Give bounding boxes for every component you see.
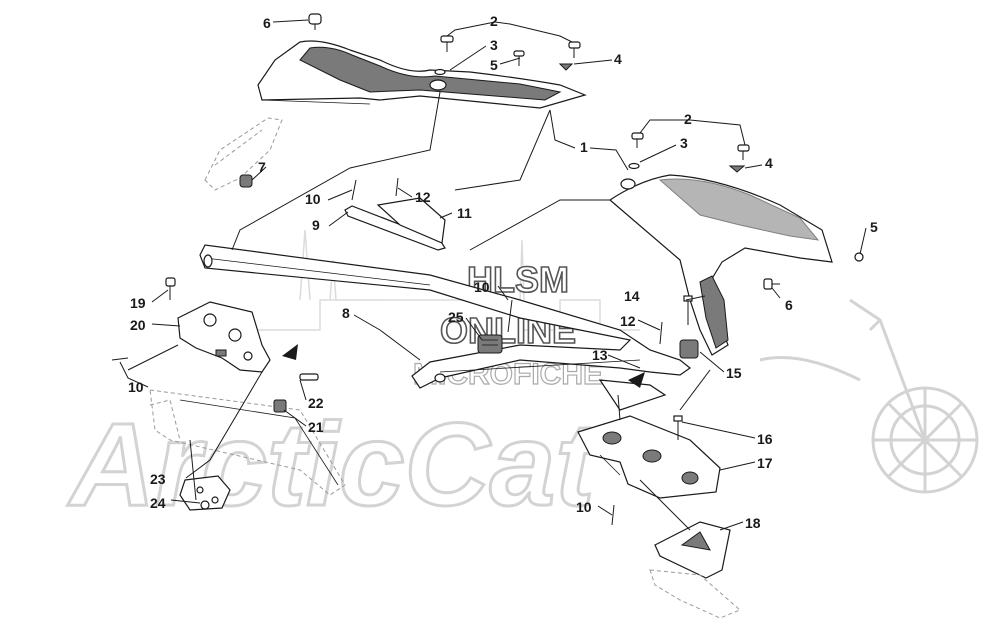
motorcycle-watermark-icon (759, 298, 979, 494)
callout-17: 17 (757, 455, 773, 471)
leader-lines (119, 19, 867, 531)
bolt-icon (737, 144, 750, 160)
callout-15: 15 (726, 365, 742, 381)
plate-23 (179, 475, 231, 511)
callout-20: 20 (130, 317, 146, 333)
rivet-icon (111, 357, 129, 361)
callout-10: 10 (305, 191, 321, 207)
callout-16: 16 (757, 431, 773, 447)
callout-11: 11 (457, 205, 472, 221)
bracket-strip (344, 197, 446, 251)
rivet-icon (351, 179, 357, 201)
callout-10: 10 (128, 379, 144, 395)
clip-icon (728, 165, 746, 173)
callout-4: 4 (614, 51, 622, 67)
screw-icon (854, 252, 864, 262)
mount-bracket-20 (177, 301, 271, 373)
callout-14: 14 (624, 288, 640, 304)
callout-25: 25 (448, 309, 464, 325)
callout-24: 24 (150, 495, 166, 511)
rivet-icon (659, 321, 663, 345)
washer-icon (434, 68, 446, 76)
direction-arrow-icon (628, 372, 645, 388)
callout-3: 3 (490, 37, 498, 53)
callout-labels: 1 2 2 3 3 4 4 5 5 6 6 7 8 9 10 10 10 10 … (128, 13, 878, 531)
callout-9: 9 (312, 217, 320, 233)
tube-frame (199, 244, 692, 411)
bolt-icon (165, 277, 176, 300)
nut-icon (239, 174, 253, 188)
callout-6: 6 (785, 297, 793, 313)
clip-25 (477, 334, 503, 354)
side-panel-right (609, 174, 833, 356)
callout-12: 12 (620, 313, 636, 329)
callout-5: 5 (490, 57, 498, 73)
callout-1: 1 (580, 139, 588, 155)
clip-icon (558, 63, 574, 71)
rivet-icon (611, 504, 615, 526)
push-rivet-icon (308, 13, 322, 30)
callout-8: 8 (342, 305, 350, 321)
block-21 (273, 399, 287, 413)
callout-13: 13 (592, 347, 608, 363)
brand-watermark: ArcticCat (66, 229, 979, 533)
callout-10: 10 (474, 279, 490, 295)
bolt-icon (683, 295, 693, 325)
rubber-mount-icon (679, 339, 699, 359)
callout-2: 2 (490, 13, 498, 29)
mount-bracket-17 (577, 415, 721, 499)
bolt-icon (568, 41, 581, 58)
callout-19: 19 (130, 295, 146, 311)
callout-6: 6 (263, 15, 271, 31)
callout-3: 3 (680, 135, 688, 151)
bolt-icon (440, 35, 454, 52)
plate-18 (654, 521, 731, 579)
callout-22: 22 (308, 395, 324, 411)
callout-5: 5 (870, 219, 878, 235)
bolt-icon (763, 278, 780, 290)
screw-icon (513, 50, 525, 66)
callout-23: 23 (150, 471, 166, 487)
callout-2: 2 (684, 111, 692, 127)
rivet-icon (507, 299, 513, 333)
callout-10: 10 (576, 499, 592, 515)
side-panel-left (257, 40, 587, 109)
callout-21: 21 (308, 419, 324, 435)
callout-4: 4 (765, 155, 773, 171)
screw-icon (673, 415, 683, 440)
bolt-icon (631, 132, 644, 148)
callout-7: 7 (258, 159, 266, 175)
fasteners (111, 13, 864, 526)
callout-12: 12 (415, 189, 431, 205)
direction-arrow-icon (282, 344, 298, 360)
bolt-icon (299, 373, 319, 381)
ghost-bracket-left (204, 117, 283, 191)
washer-icon (628, 162, 640, 170)
rivet-icon (395, 177, 399, 197)
ghost-frame-right (649, 569, 741, 619)
callout-18: 18 (745, 515, 761, 531)
brand-watermark-text: ArcticCat (67, 399, 599, 531)
